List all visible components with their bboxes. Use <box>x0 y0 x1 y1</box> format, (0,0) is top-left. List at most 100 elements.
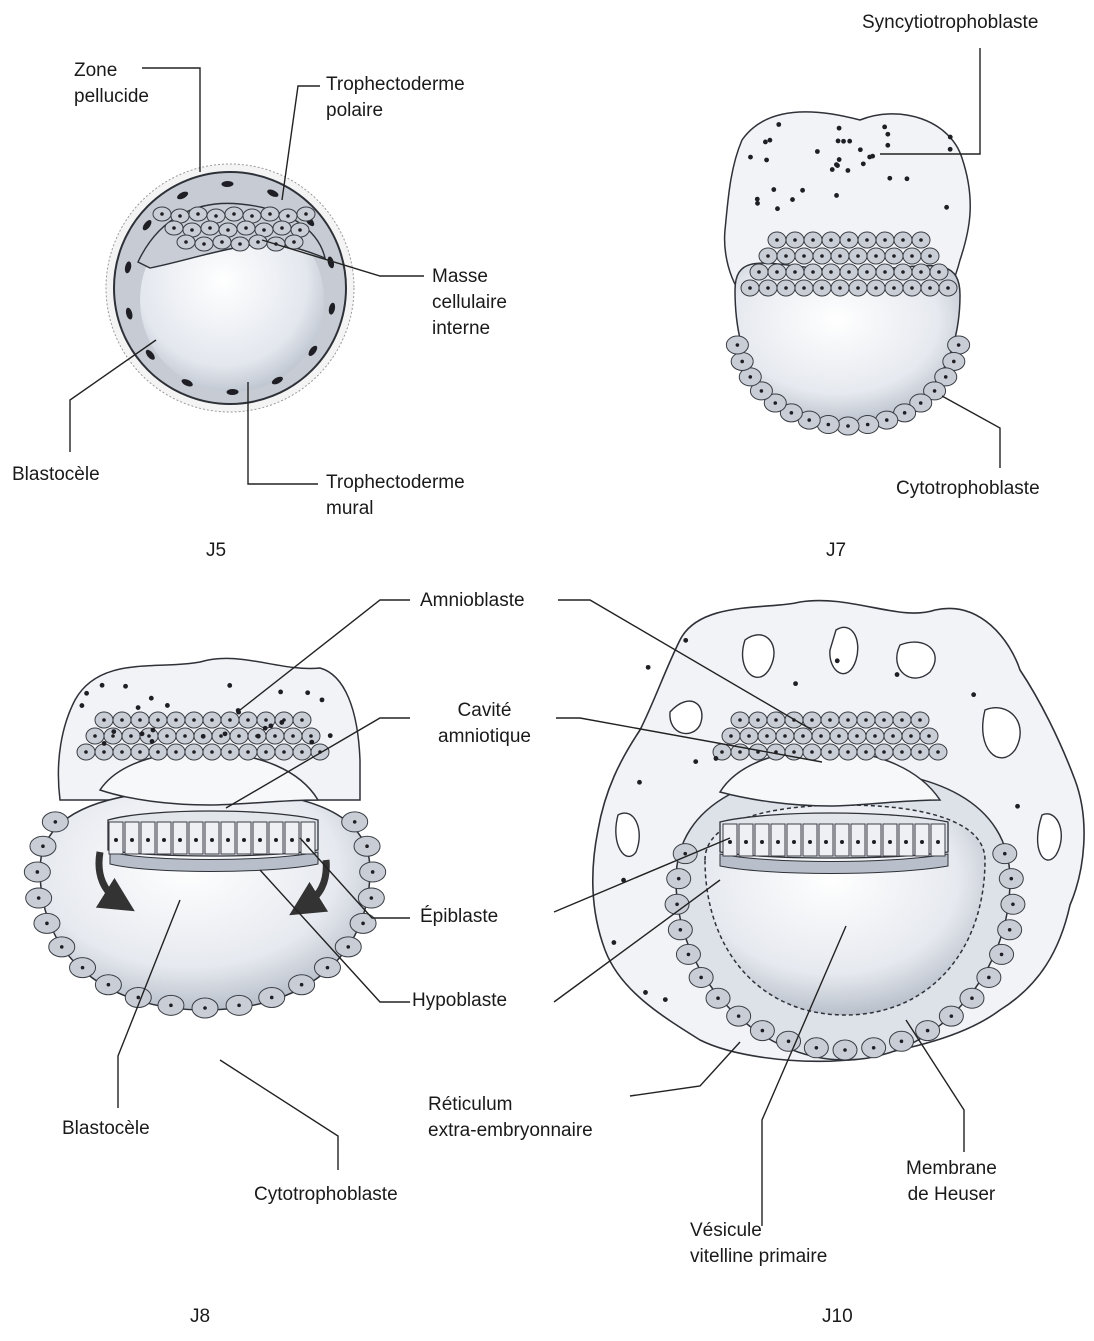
amnioblast-cell <box>275 744 293 760</box>
nucleus-dot <box>835 658 840 663</box>
amnioblast-cell <box>95 744 113 760</box>
cytotrophoblast-cell <box>30 836 56 856</box>
nucleus-dot <box>845 168 850 173</box>
cytotrophoblast-cell <box>876 264 894 280</box>
cytotrophoblast-cell <box>903 248 921 264</box>
cytotrophoblast-cell <box>726 336 748 354</box>
cytotrophoblast-cell <box>750 1021 774 1041</box>
nucleus-dot <box>151 728 156 733</box>
nucleus-dot <box>305 690 310 695</box>
nucleus-dot <box>815 149 820 154</box>
nucleus-dot <box>861 161 866 166</box>
nucleus-dot <box>748 155 753 160</box>
nucleus-dot <box>611 940 616 945</box>
nucleus-dot <box>887 176 892 181</box>
nucleus-dot <box>793 681 798 686</box>
amnioblast-cell <box>911 744 929 760</box>
cytotrophoblast-cell <box>862 1038 886 1058</box>
amnioblast-cell <box>875 712 893 728</box>
cytotrophoblast-cell <box>885 248 903 264</box>
nucleus-dot <box>830 167 835 172</box>
amnioblast-cell <box>221 712 239 728</box>
nucleus-dot <box>643 990 648 995</box>
cytotrophoblast-cell <box>750 264 768 280</box>
nucleus-dot <box>790 197 795 202</box>
cytotrophoblast-cell <box>833 1040 857 1060</box>
cytotrophoblast-cell <box>894 232 912 248</box>
amnioblast-cell <box>839 712 857 728</box>
nucleus-dot <box>227 683 232 688</box>
cytotrophoblast-cell <box>990 944 1014 964</box>
amnioblast-cell <box>848 728 866 744</box>
nucleus-dot <box>755 201 760 206</box>
cytotrophoblast-cell <box>912 264 930 280</box>
amnioblast-cell <box>857 744 875 760</box>
cytotrophoblast-cell <box>49 937 75 957</box>
cytotrophoblast-cell <box>731 352 753 370</box>
nucleus-dot <box>971 692 976 697</box>
stage-label-j10: J10 <box>822 1306 853 1328</box>
amnioblast-cell <box>902 728 920 744</box>
amnioblast-cell <box>866 728 884 744</box>
cytotrophoblast-cell <box>676 944 700 964</box>
amnioblast-cell <box>113 744 131 760</box>
nucleus-dot <box>140 731 145 736</box>
amnioblast-cell <box>239 744 257 760</box>
inner-cell <box>285 235 303 249</box>
inner-cell <box>195 237 213 251</box>
inner-cell <box>213 235 231 249</box>
inner-cell <box>273 221 291 235</box>
nucleus-dot <box>948 147 953 152</box>
amnioblast-cell <box>185 712 203 728</box>
label-blastocele-j8: Blastocèle <box>62 1116 150 1142</box>
label-cytotrophoblaste-j7: Cytotrophoblaste <box>896 476 1040 502</box>
nucleus-dot <box>834 193 839 198</box>
amnioblast-cell <box>794 728 812 744</box>
nucleus-dot <box>763 140 768 145</box>
amnioblast-cell <box>131 712 149 728</box>
cytotrophoblast-cell <box>335 937 361 957</box>
nucleus-dot <box>768 138 773 143</box>
nucleus-dot <box>771 187 776 192</box>
cytotrophoblast-cell <box>727 1006 751 1026</box>
nucleus-dot <box>149 696 154 701</box>
cytotrophoblast-cell <box>921 280 939 296</box>
nucleus-dot <box>150 739 155 744</box>
amnioblast-cell <box>830 728 848 744</box>
amnioblast-cell <box>122 728 140 744</box>
cytotrophoblast-cell <box>668 920 692 940</box>
inner-cell <box>153 207 171 221</box>
nucleus-dot <box>102 741 107 746</box>
cytotrophoblast-cell <box>960 988 984 1008</box>
cytotrophoblast-cell <box>226 995 252 1015</box>
nucleus-dot <box>1015 804 1020 809</box>
cytotrophoblast-cell <box>916 1021 940 1041</box>
nucleus-dot <box>885 143 890 148</box>
j10-epiblast-band <box>720 813 948 858</box>
cytotrophoblast-cell <box>795 248 813 264</box>
label-hypoblaste: Hypoblaste <box>412 988 507 1014</box>
cytotrophoblast-cell <box>822 264 840 280</box>
cytotrophoblast-cell <box>999 869 1023 889</box>
cytotrophoblast-cell <box>314 958 340 978</box>
cytotrophoblast-cell <box>822 232 840 248</box>
cytotrophoblast-cell <box>867 280 885 296</box>
cytotrophoblast-cell <box>354 836 380 856</box>
amnioblast-cell <box>839 744 857 760</box>
cytotrophoblast-cell <box>768 264 786 280</box>
cytotrophoblast-cell <box>667 869 691 889</box>
cytotrophoblast-cell <box>831 248 849 264</box>
amnioblast-cell <box>731 712 749 728</box>
nucleus-dot <box>776 122 781 127</box>
inner-cell <box>177 235 195 249</box>
label-masse-cellulaire-interne: Masse cellulaire interne <box>432 264 507 342</box>
inner-cell <box>189 207 207 221</box>
cytotrophoblast-cell <box>867 248 885 264</box>
cytotrophoblast-cell <box>158 995 184 1015</box>
inner-cell <box>225 207 243 221</box>
label-vesicule: Vésicule vitelline primaire <box>690 1218 827 1270</box>
j7-embryo <box>725 112 971 435</box>
cytotrophoblast-cell <box>837 417 859 435</box>
amnioblast-cell <box>749 712 767 728</box>
